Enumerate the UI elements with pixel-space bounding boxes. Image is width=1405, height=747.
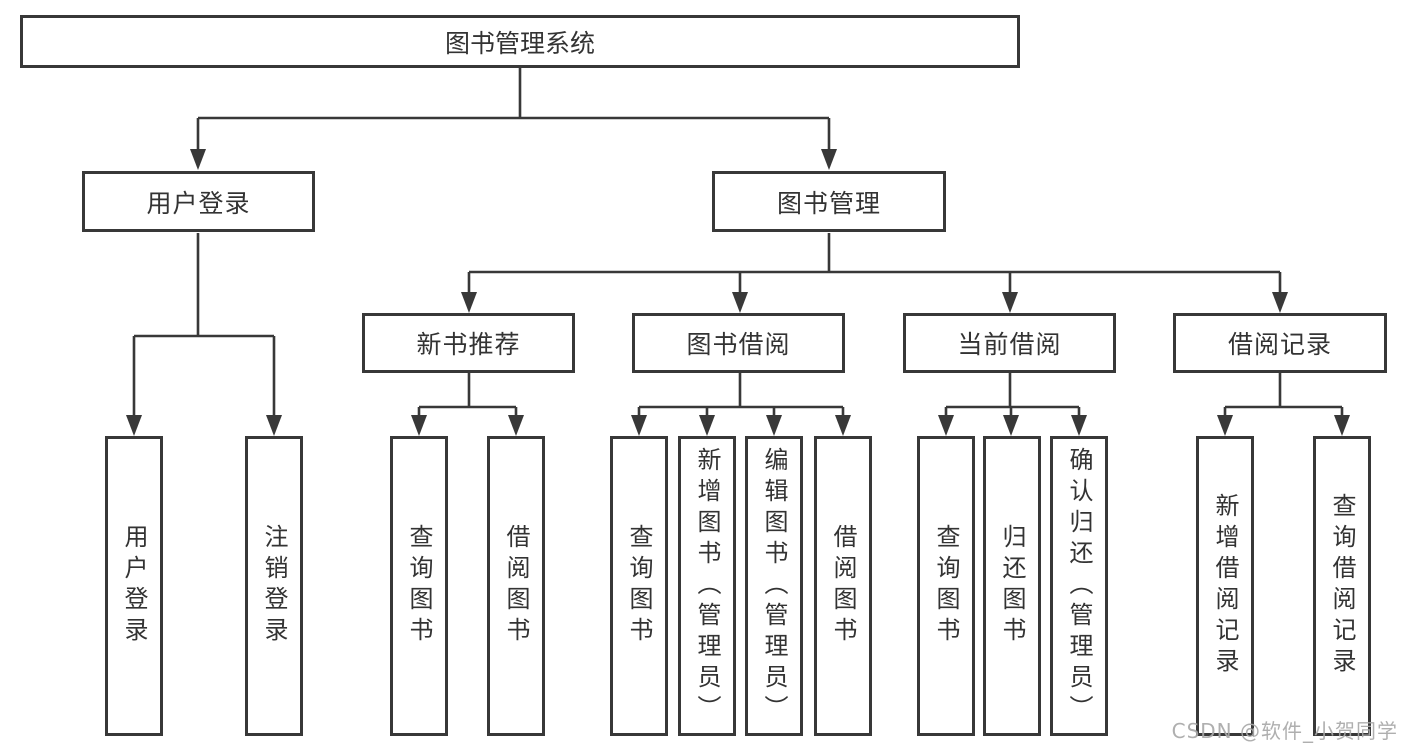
node-borrow-records: 借阅记录 <box>1173 313 1387 373</box>
arrow-icon <box>1003 415 1019 436</box>
arrow-icon <box>1272 292 1288 313</box>
leaf-confirm-return-admin: 确认归还（管理员） <box>1050 436 1108 736</box>
connector-bookborrow-to-leaves <box>637 373 845 418</box>
leaf-logout: 注销登录 <box>245 436 303 736</box>
arrowheads <box>126 149 1350 436</box>
arrow-icon <box>266 415 282 436</box>
arrow-icon <box>411 415 427 436</box>
arrow-icon <box>821 149 837 170</box>
connector-currentborrow-to-leaves <box>944 373 1081 418</box>
arrow-icon <box>1071 415 1087 436</box>
connector-newbook-to-leaves <box>417 373 518 418</box>
arrow-icon <box>461 292 477 313</box>
leaf-edit-book-admin: 编辑图书（管理员） <box>745 436 803 736</box>
arrow-icon <box>938 415 954 436</box>
arrow-icon <box>508 415 524 436</box>
arrow-icon <box>766 415 782 436</box>
connector-root-to-level2 <box>196 68 831 152</box>
csdn-watermark: CSDN @软件_小贺同学 <box>1171 719 1398 743</box>
arrow-icon <box>1334 415 1350 436</box>
arrow-icon <box>1002 292 1018 313</box>
connector-userlogin-to-leaves <box>132 233 276 418</box>
node-root-system: 图书管理系统 <box>20 15 1020 68</box>
node-book-management: 图书管理 <box>712 171 946 232</box>
leaf-user-login: 用户登录 <box>105 436 163 736</box>
leaf-query-book-current: 查询图书 <box>917 436 975 736</box>
arrow-icon <box>732 292 748 313</box>
leaf-borrow-book: 借阅图书 <box>814 436 872 736</box>
node-user-login: 用户登录 <box>82 171 315 232</box>
arrow-icon <box>699 415 715 436</box>
leaf-return-book: 归还图书 <box>983 436 1041 736</box>
node-new-book-recommend: 新书推荐 <box>362 313 575 373</box>
arrow-icon <box>126 415 142 436</box>
connector-bookmgmt-to-level3 <box>467 233 1282 295</box>
leaf-borrow-book-newrec: 借阅图书 <box>487 436 545 736</box>
arrow-icon <box>835 415 851 436</box>
arrow-icon <box>631 415 647 436</box>
arrow-icon <box>1217 415 1233 436</box>
leaf-add-borrow-record: 新增借阅记录 <box>1196 436 1254 736</box>
node-current-borrow: 当前借阅 <box>903 313 1116 373</box>
leaf-query-book-newrec: 查询图书 <box>390 436 448 736</box>
leaf-query-borrow-record: 查询借阅记录 <box>1313 436 1371 736</box>
node-book-borrow: 图书借阅 <box>632 313 845 373</box>
leaf-query-book-borrow: 查询图书 <box>610 436 668 736</box>
leaf-add-book-admin: 新增图书（管理员） <box>678 436 736 736</box>
connector-records-to-leaves <box>1223 373 1344 418</box>
arrow-icon <box>190 149 206 170</box>
